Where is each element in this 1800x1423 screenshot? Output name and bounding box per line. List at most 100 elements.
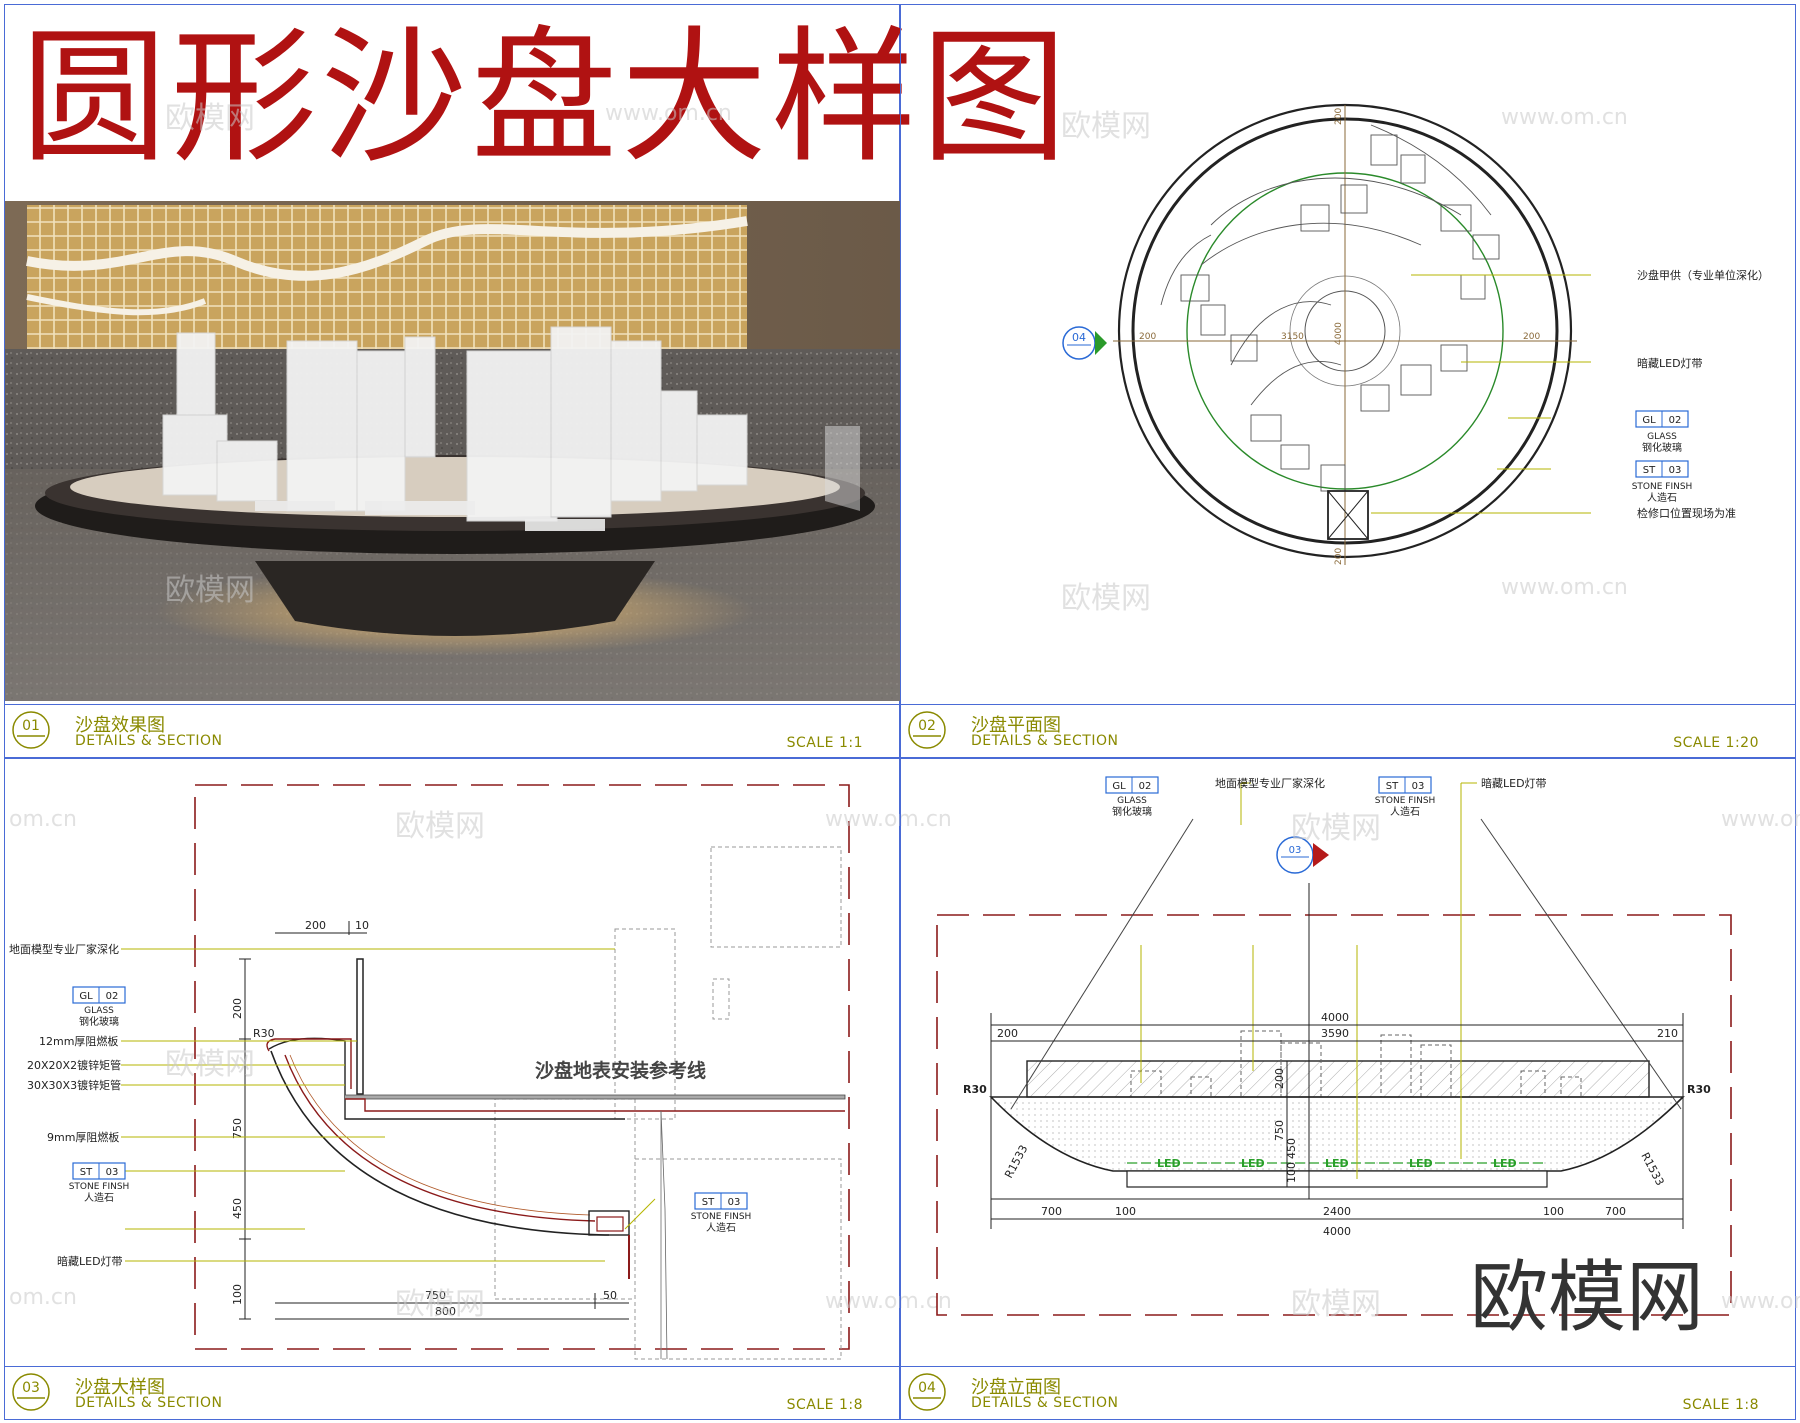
panel-04-elevation: LED LED LED LED LED 03 — [900, 758, 1800, 1420]
tag-glass: GL 02 GLASS 钢化玻璃 — [1635, 410, 1689, 454]
watermark: www.om.cn — [1721, 1289, 1800, 1314]
svg-text:ST: ST — [1643, 465, 1656, 476]
watermark: 欧模网 — [165, 1047, 255, 1082]
svg-text:03: 03 — [1669, 465, 1682, 476]
svg-text:GLASS: GLASS — [1117, 796, 1147, 806]
panel-02-plan: 04 200 3150 200 200 4000 200 沙盘甲供（专业单位深化… — [900, 4, 1796, 758]
panel-title-en: DETAILS & SECTION — [971, 1395, 1119, 1411]
watermark: www.om.cn — [1721, 807, 1800, 832]
svg-text:100: 100 — [231, 1284, 244, 1305]
svg-text:100: 100 — [1285, 1162, 1298, 1183]
watermark: 欧模网 — [1061, 109, 1151, 144]
svg-text:GLASS: GLASS — [1647, 432, 1677, 442]
svg-text:ST: ST — [80, 1167, 93, 1178]
svg-text:04: 04 — [918, 1380, 936, 1396]
plan-note: 暗藏LED灯带 — [1637, 356, 1703, 370]
svg-text:R30: R30 — [253, 1027, 275, 1040]
watermark: 欧模网 — [1061, 581, 1151, 616]
svg-text:02: 02 — [106, 991, 119, 1002]
section-note: 暗藏LED灯带 — [57, 1254, 123, 1268]
watermark: 欧模网 — [395, 809, 485, 844]
tag-glass: GL 02 GLASS 钢化玻璃 — [1105, 776, 1159, 818]
svg-text:R30: R30 — [1687, 1083, 1711, 1096]
watermark: www.om.cn — [825, 807, 952, 832]
svg-text:750: 750 — [425, 1289, 446, 1302]
svg-text:3150: 3150 — [1281, 332, 1304, 342]
svg-text:03: 03 — [1412, 781, 1425, 792]
panel-scale: SCALE 1:1 — [786, 735, 863, 751]
tag-stone: ST 03 STONE FINSH 人造石 — [1375, 776, 1436, 818]
svg-text:750: 750 — [231, 1118, 244, 1139]
detail-number-badge: 02 — [908, 711, 946, 749]
svg-text:800: 800 — [435, 1305, 456, 1318]
detail-number-badge: 03 — [12, 1373, 50, 1411]
section-note: 12mm厚阻燃板 — [39, 1034, 118, 1048]
svg-text:GLASS: GLASS — [84, 1006, 114, 1016]
svg-text:R30: R30 — [963, 1083, 987, 1096]
svg-text:钢化玻璃: 钢化玻璃 — [1112, 805, 1152, 818]
panel-scale: SCALE 1:8 — [786, 1397, 863, 1413]
svg-text:3590: 3590 — [1321, 1027, 1349, 1040]
section-marker: 04 — [1062, 326, 1107, 360]
svg-text:04: 04 — [1072, 331, 1086, 344]
section-drawing: 200 10 200 R30 750 450 100 750 50 800 沙盘… — [9, 784, 850, 1360]
elevation-note: 地面模型专业厂家深化 — [1215, 776, 1325, 790]
section-note: 地面模型专业厂家深化 — [9, 942, 119, 956]
svg-text:50: 50 — [603, 1289, 617, 1302]
svg-text:人造石: 人造石 — [1647, 491, 1677, 504]
plan-note: 检修口位置现场为准 — [1637, 506, 1736, 520]
svg-text:02: 02 — [1669, 415, 1682, 426]
watermark: om.cn — [9, 807, 77, 832]
svg-text:人造石: 人造石 — [706, 1221, 736, 1234]
svg-text:GL: GL — [1112, 781, 1126, 792]
svg-text:200: 200 — [1273, 1068, 1286, 1089]
panel-title-cn: 沙盘大样图 — [75, 1377, 165, 1398]
svg-text:200: 200 — [997, 1027, 1018, 1040]
svg-text:LED: LED — [1157, 1157, 1181, 1170]
plan-drawing: 04 200 3150 200 200 4000 200 沙盘甲供（专业单位深化… — [1062, 103, 1769, 565]
svg-text:ST: ST — [702, 1197, 715, 1208]
watermark: om.cn — [9, 1285, 77, 1310]
svg-text:700: 700 — [1605, 1205, 1626, 1218]
svg-text:200: 200 — [1334, 108, 1344, 125]
panel-02-title-block: 02 沙盘平面图 DETAILS & SECTION SCALE 1:20 — [901, 704, 1795, 757]
svg-text:人造石: 人造石 — [84, 1191, 114, 1204]
panel-01-title-block: 01 沙盘效果图 DETAILS & SECTION SCALE 1:1 — [5, 704, 899, 757]
tag-stone: ST 03 STONE FINSH 人造石 — [69, 1162, 130, 1204]
svg-text:LED: LED — [1409, 1157, 1433, 1170]
svg-text:R1533: R1533 — [1002, 1143, 1030, 1181]
brand-logo-text: 欧模网 — [1470, 1253, 1705, 1343]
panel-title-cn: 沙盘效果图 — [75, 715, 165, 736]
svg-text:钢化玻璃: 钢化玻璃 — [1642, 441, 1682, 454]
svg-text:03: 03 — [22, 1380, 40, 1396]
panel-title-cn: 沙盘立面图 — [971, 1377, 1061, 1398]
svg-text:02: 02 — [918, 718, 936, 734]
svg-text:100: 100 — [1115, 1205, 1136, 1218]
svg-text:4000: 4000 — [1323, 1225, 1351, 1238]
elevation-drawing: LED LED LED LED LED 03 — [936, 776, 1732, 1316]
svg-text:STONE FINSH: STONE FINSH — [1632, 482, 1693, 492]
svg-text:450: 450 — [231, 1198, 244, 1219]
svg-text:01: 01 — [22, 718, 40, 734]
svg-text:LED: LED — [1493, 1157, 1517, 1170]
watermark: 欧模网 — [395, 1287, 485, 1322]
svg-text:STONE FINSH: STONE FINSH — [69, 1182, 130, 1192]
svg-text:450: 450 — [1285, 1138, 1298, 1159]
watermark: www.om.cn — [1501, 575, 1628, 600]
svg-text:03: 03 — [728, 1197, 741, 1208]
elevation-note: 暗藏LED灯带 — [1481, 776, 1547, 790]
panel-scale: SCALE 1:8 — [1682, 1397, 1759, 1413]
tag-stone: ST 03 STONE FINSH 人造石 — [1632, 460, 1693, 504]
svg-text:4000: 4000 — [1321, 1011, 1349, 1024]
watermark: 欧模网 — [165, 101, 255, 136]
panel-title-cn: 沙盘平面图 — [971, 715, 1061, 736]
render-image — [5, 201, 901, 701]
svg-text:700: 700 — [1041, 1205, 1062, 1218]
svg-text:STONE FINSH: STONE FINSH — [1375, 796, 1436, 806]
svg-text:200: 200 — [231, 998, 244, 1019]
svg-text:03: 03 — [106, 1167, 119, 1178]
svg-text:10: 10 — [355, 919, 369, 932]
watermark: www.om.cn — [605, 101, 732, 126]
svg-text:100: 100 — [1543, 1205, 1564, 1218]
svg-text:R1533: R1533 — [1638, 1150, 1666, 1188]
